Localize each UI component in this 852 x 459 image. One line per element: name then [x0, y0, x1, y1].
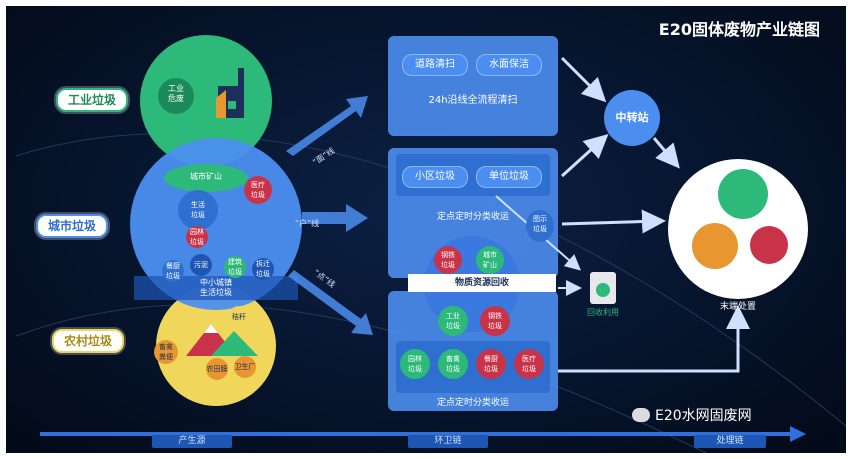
recycle-item: 钢铁 垃圾 — [434, 246, 462, 274]
stage-label-source: 产生源 — [152, 435, 232, 448]
bottom-item: 餐厨 垃圾 — [476, 349, 506, 379]
box-mid-caption: 定点定时分类收运 — [436, 212, 509, 222]
bottom-item: 医疗 垃圾 — [514, 349, 544, 379]
bottom-item: 园林 垃圾 — [400, 349, 430, 379]
arrow-transfer-to-disposal — [652, 137, 680, 169]
urban-item: 医疗 垃圾 — [244, 176, 272, 204]
timeline-arrowhead — [790, 426, 806, 442]
rural-item: 农田膜 — [206, 358, 228, 380]
box-bottom-caption: 定点定时分类收运 — [436, 398, 509, 408]
industrial-item: 工业 危废 — [158, 78, 194, 114]
box-top — [388, 36, 558, 136]
industrial-waste-tag: 工业垃圾 — [56, 88, 129, 112]
box-mid-pill: 小区垃圾 — [402, 166, 468, 188]
mountain-icon — [186, 324, 258, 356]
transfer-station-label: 中转站 — [615, 111, 649, 124]
rural-waste-tag: 农村垃圾 — [52, 329, 125, 353]
urban-item: 污泥 — [190, 254, 212, 276]
disposal-orange — [692, 223, 738, 269]
arrow-mid-to-disposal — [561, 209, 666, 234]
stage-label-treatment: 处理链 — [694, 435, 766, 448]
urban-item: 园林 垃圾 — [186, 226, 208, 248]
urban-item: 餐厨 垃圾 — [162, 260, 184, 282]
stage-label-sanitation: 环卫链 — [408, 435, 488, 448]
arrow-top-to-transfer — [560, 56, 607, 103]
recycle-caption: 物质资源回收 — [454, 278, 509, 288]
rural-item: 畜禽 粪便 — [154, 340, 178, 364]
decor-curve — [15, 133, 846, 427]
bottom-item: 畜禽 垃圾 — [438, 349, 468, 379]
wechat-icon — [632, 408, 650, 422]
urban-item: 生活 垃圾 — [178, 190, 218, 230]
arrow-middle — [302, 204, 368, 232]
arrow-upper — [286, 96, 368, 156]
city-mine-ring — [164, 164, 248, 192]
watermark: E20水网固废网 — [632, 405, 752, 425]
arrow-mid-to-transfer — [560, 133, 609, 178]
city-mine-label: 城市矿山 — [190, 172, 222, 181]
urban-item: 建筑 垃圾 — [224, 256, 246, 278]
final-disposal-label: 末端处置 — [719, 302, 756, 312]
timeline-bar — [40, 432, 790, 436]
diagram-canvas: E20固体废物产业链图 工业垃圾 城市垃圾 农村垃圾 工业 危废 城市矿山 生活… — [6, 6, 846, 453]
small-town-band-label: 中小城镇 生活垃圾 — [200, 278, 232, 297]
arrow-bottom-to-disposal — [558, 305, 750, 373]
small-town-band — [134, 276, 298, 300]
watermark-text: E20水网固废网 — [655, 408, 752, 424]
urban-waste-tag: 城市垃圾 — [36, 214, 109, 238]
disposal-red — [750, 226, 788, 264]
box-bottom-inner — [396, 341, 550, 393]
rural-item: 秸秆 — [228, 306, 250, 328]
rural-item: 卫生厂 — [234, 356, 256, 378]
bottom-top-item: 钢铁 垃圾 — [480, 306, 510, 336]
transfer-circle — [604, 90, 660, 146]
box-mid-pill: 单位垃圾 — [476, 166, 542, 188]
side-node: 图示 垃圾 — [526, 210, 554, 242]
decor-curve — [15, 304, 707, 453]
factory-icon — [216, 68, 244, 118]
recycle-bin-label: 回收利用 — [587, 308, 619, 317]
box-top-caption: 24h沿线全流程清扫 — [428, 95, 518, 106]
box-top-pill: 水面保洁 — [476, 54, 542, 76]
diagram-title: E20固体废物产业链图 — [658, 20, 820, 39]
recycle-band — [408, 274, 556, 292]
box-top-pill: 道路清扫 — [402, 54, 468, 76]
flow-label-middle: “户”线 — [294, 219, 320, 228]
disposal-green — [718, 169, 768, 219]
bottom-top-item: 工业 垃圾 — [438, 306, 468, 336]
recycle-item: 城市 矿山 — [476, 246, 504, 274]
recycle-bin-icon — [590, 272, 616, 304]
urban-item: 拆迁 垃圾 — [252, 258, 274, 280]
arrow-lower — [288, 270, 373, 335]
